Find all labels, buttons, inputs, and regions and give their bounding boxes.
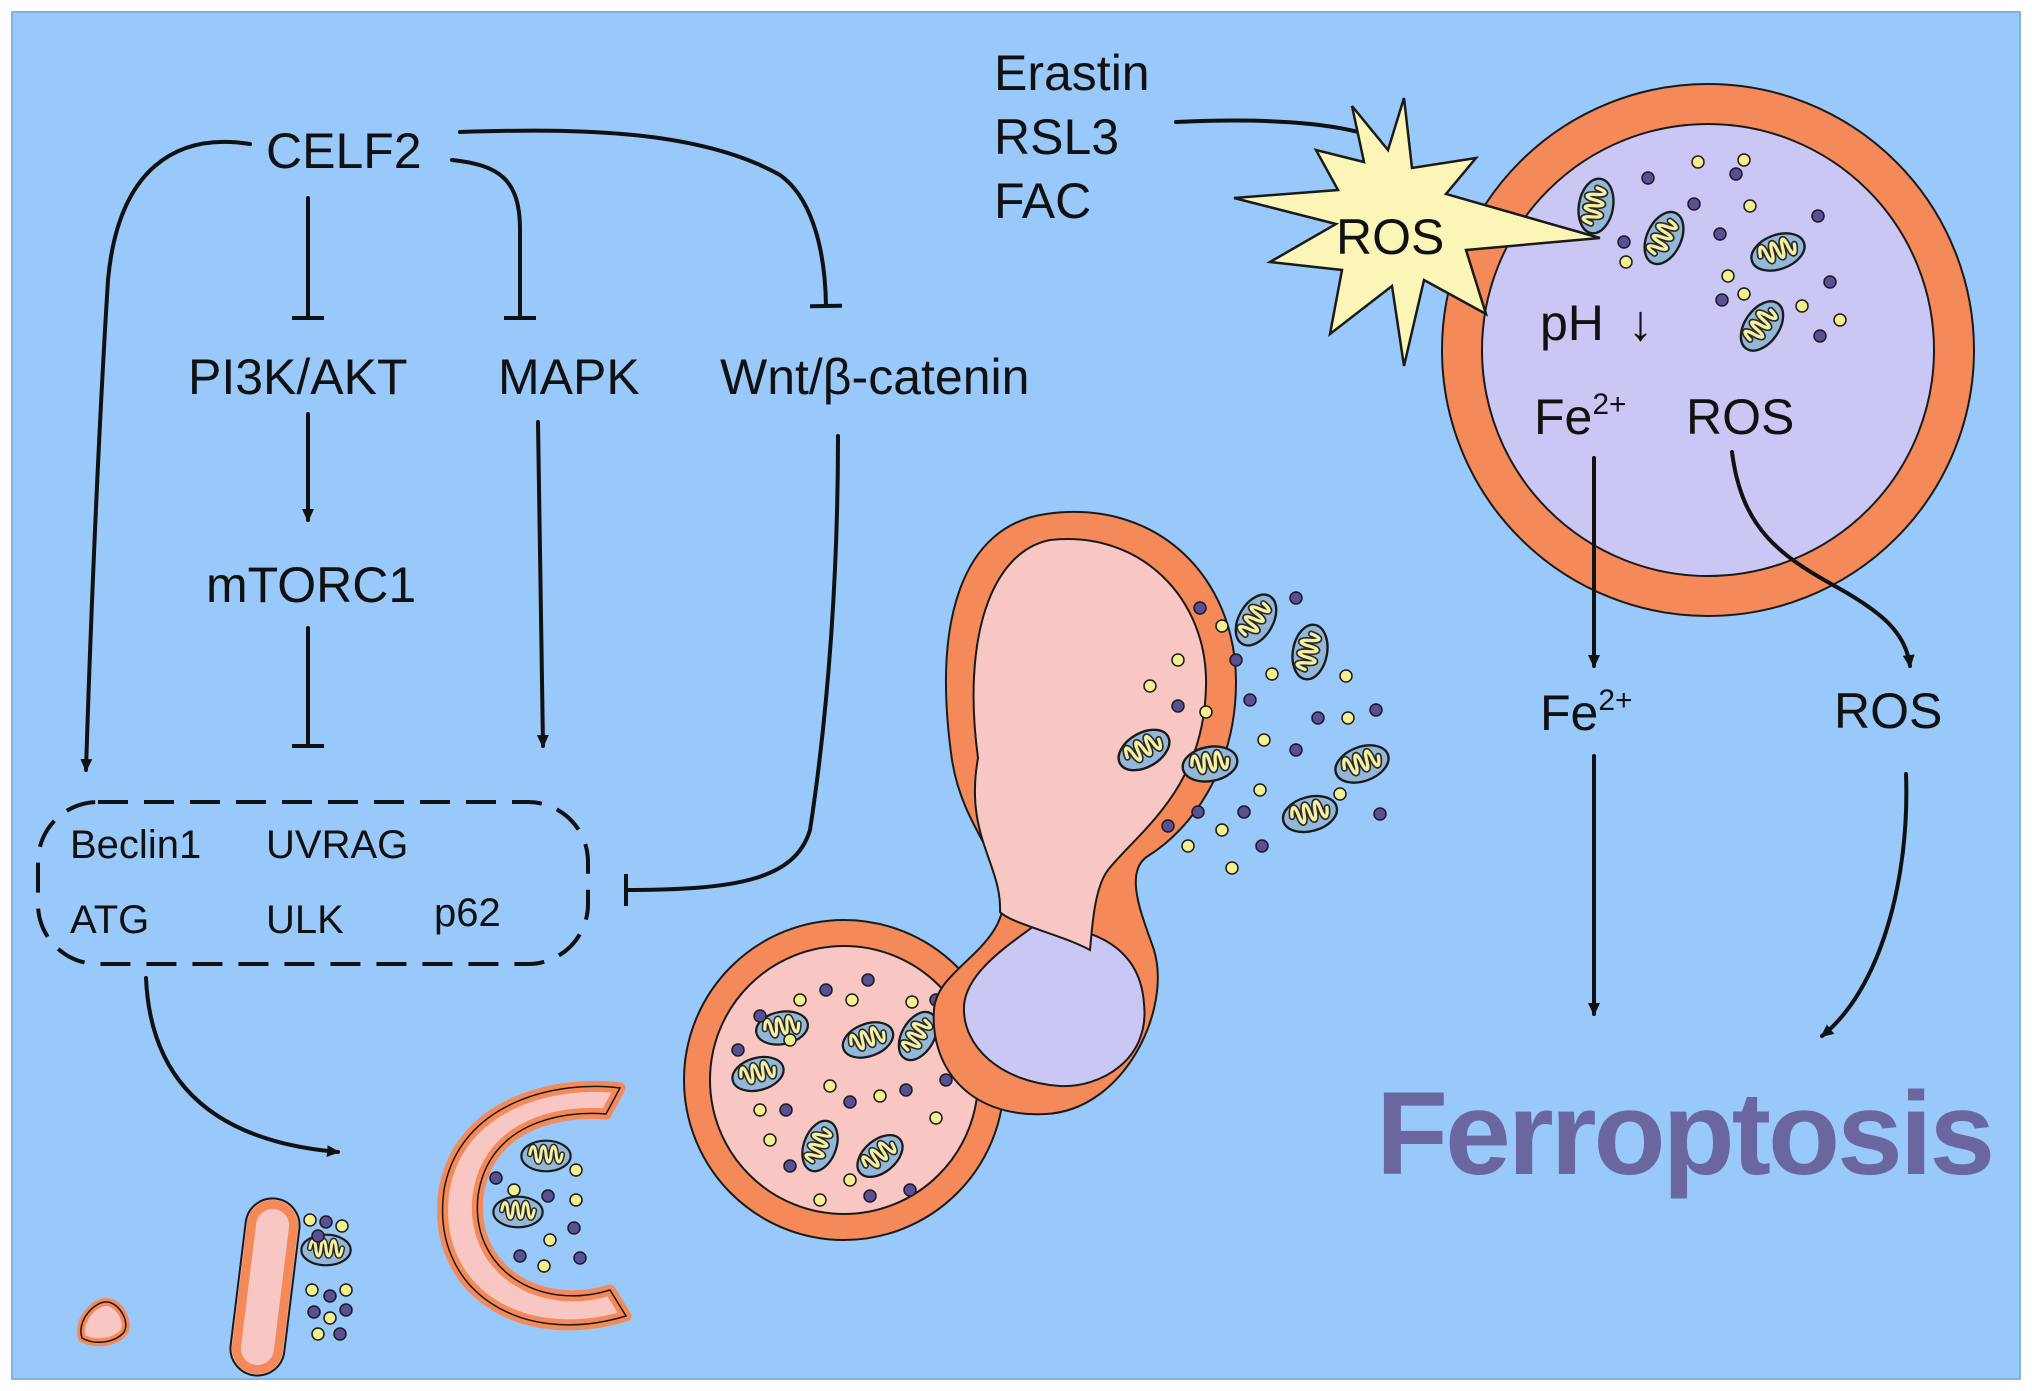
ros-burst-icon <box>1233 97 1601 367</box>
beclin1-label: Beclin1 <box>70 823 201 867</box>
mapk-to-autophagy-genes-arrow <box>536 420 549 748</box>
rsl3-label: RSL3 <box>994 109 1119 165</box>
ros-to-ferroptosis-arrow <box>1820 772 1909 1038</box>
celf2-to-autophagy-genes-arrow <box>80 139 252 772</box>
wnt-inhibits-autophagy-genes <box>623 434 840 907</box>
erastin-label: Erastin <box>994 45 1150 101</box>
fac-label: FAC <box>994 173 1091 229</box>
fe2-released-label: Fe2+ <box>1540 684 1633 741</box>
ph-label: pH <box>1540 295 1604 351</box>
autophagosome-outline <box>441 1085 628 1326</box>
mitochondrion-icon <box>301 1235 350 1266</box>
ros-release-arrow <box>1730 450 1915 668</box>
ros-lysosome-label: ROS <box>1686 389 1794 445</box>
celf2-inhibits-mapk <box>450 158 536 320</box>
pi3k-akt-label: PI3K/AKT <box>188 349 408 405</box>
autolysosome-pink-lumen <box>972 538 1208 952</box>
atg-label: ATG <box>70 898 149 942</box>
uvrag-label: UVRAG <box>266 823 408 867</box>
phagophore-membrane <box>231 1199 299 1375</box>
wnt-beta-catenin-label: Wnt/β-catenin <box>720 349 1029 405</box>
p62-label: p62 <box>434 891 501 935</box>
celf2-inhibits-wnt <box>458 128 843 309</box>
inducers-to-ros-arrow <box>1174 118 1374 139</box>
fe2-lysosome-label: Fe2+ <box>1534 388 1627 445</box>
autolysosome-lavender-lobe <box>962 924 1146 1088</box>
celf2-label: CELF2 <box>266 123 422 179</box>
mitochondrion-icon <box>521 1141 570 1172</box>
mapk-label: MAPK <box>498 349 640 405</box>
autophagy-genes-to-autophagosome-arrow <box>144 976 340 1158</box>
mtorc1-label: mTORC1 <box>206 557 416 613</box>
membrane-fragment-outline <box>80 1301 127 1344</box>
ph-decrease-arrow-icon: ↓ <box>1628 295 1653 351</box>
mitochondrion-icon <box>493 1197 542 1228</box>
ros-released-label: ROS <box>1834 683 1942 739</box>
ferroptosis-title: Ferroptosis <box>1376 1068 1992 1200</box>
ros-burst-label: ROS <box>1336 209 1444 265</box>
autophagy-genes-box <box>36 800 590 966</box>
ulk-label: ULK <box>266 898 344 942</box>
